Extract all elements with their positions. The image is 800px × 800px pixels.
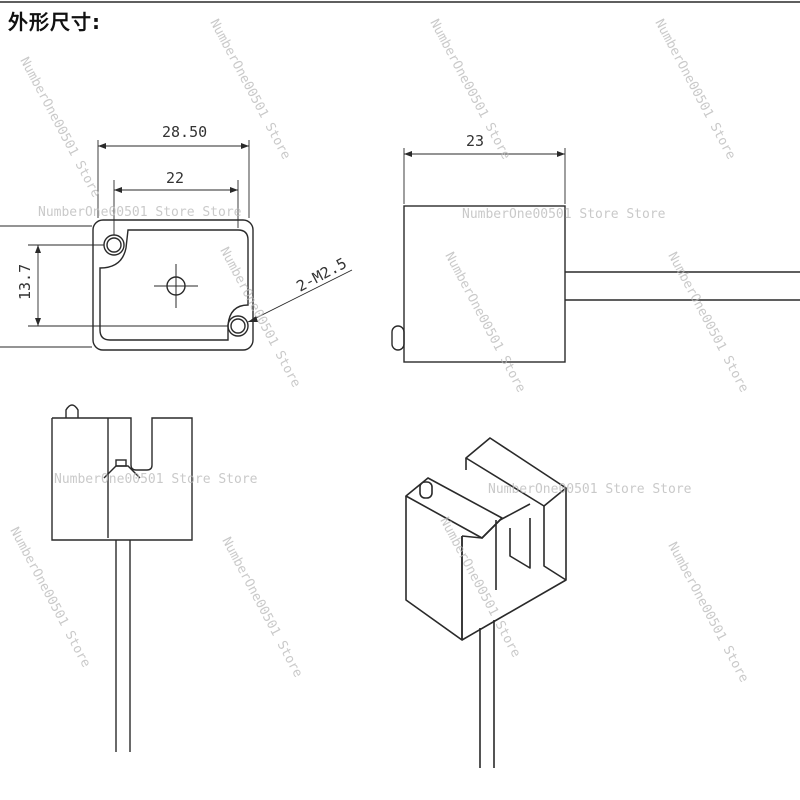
- dim-label-side-width: 23: [466, 132, 484, 150]
- side-led: [391, 325, 405, 351]
- iso-left-block-front: [405, 496, 463, 641]
- watermark: NumberOne00501 Store: [16, 55, 103, 200]
- iso-base: [461, 579, 567, 641]
- dim-label-hole-spacing: 22: [166, 169, 184, 187]
- plate-inner-outline: [99, 229, 249, 341]
- mount-hole-right-inner: [230, 318, 246, 334]
- watermark: NumberOne00501 Store Store: [38, 205, 242, 220]
- watermark: NumberOne00501 Store: [441, 250, 528, 395]
- callout-leader: [247, 269, 353, 323]
- plate-outer: [92, 219, 254, 351]
- dim-label-height: 13.7: [16, 264, 34, 300]
- isometric-view: [405, 437, 567, 768]
- watermark: NumberOne00501 Store: [6, 525, 93, 670]
- mount-hole-left-inner: [106, 237, 122, 253]
- watermarks: NumberOne00501 Store Store NumberOne0050…: [6, 17, 751, 685]
- watermark: NumberOne00501 Store: [664, 540, 751, 685]
- dim-label-outer-width: 28.50: [162, 123, 207, 141]
- watermark: NumberOne00501 Store: [206, 17, 293, 162]
- watermark: NumberOne00501 Store Store: [488, 482, 692, 497]
- top-view: [0, 140, 353, 351]
- side-body: [403, 205, 566, 363]
- watermark: NumberOne00501 Store Store: [462, 207, 666, 222]
- side-dim-arrows: [404, 151, 565, 157]
- front-body: [51, 417, 193, 541]
- side-view: [391, 148, 800, 363]
- iso-right-block-front: [543, 488, 567, 581]
- iso-slot: [495, 518, 531, 590]
- iso-inner-ledge: [465, 458, 531, 521]
- dim-arrows: [35, 143, 258, 326]
- watermark: NumberOne00501 Store: [651, 17, 738, 162]
- front-view: [51, 404, 193, 752]
- front-led: [65, 404, 79, 418]
- watermark: NumberOne00501 Store: [218, 535, 305, 680]
- iso-led: [419, 481, 433, 499]
- watermark: NumberOne00501 Store Store: [54, 472, 258, 487]
- front-slot-bump: [115, 459, 127, 467]
- page-title: 外形尺寸:: [8, 10, 101, 34]
